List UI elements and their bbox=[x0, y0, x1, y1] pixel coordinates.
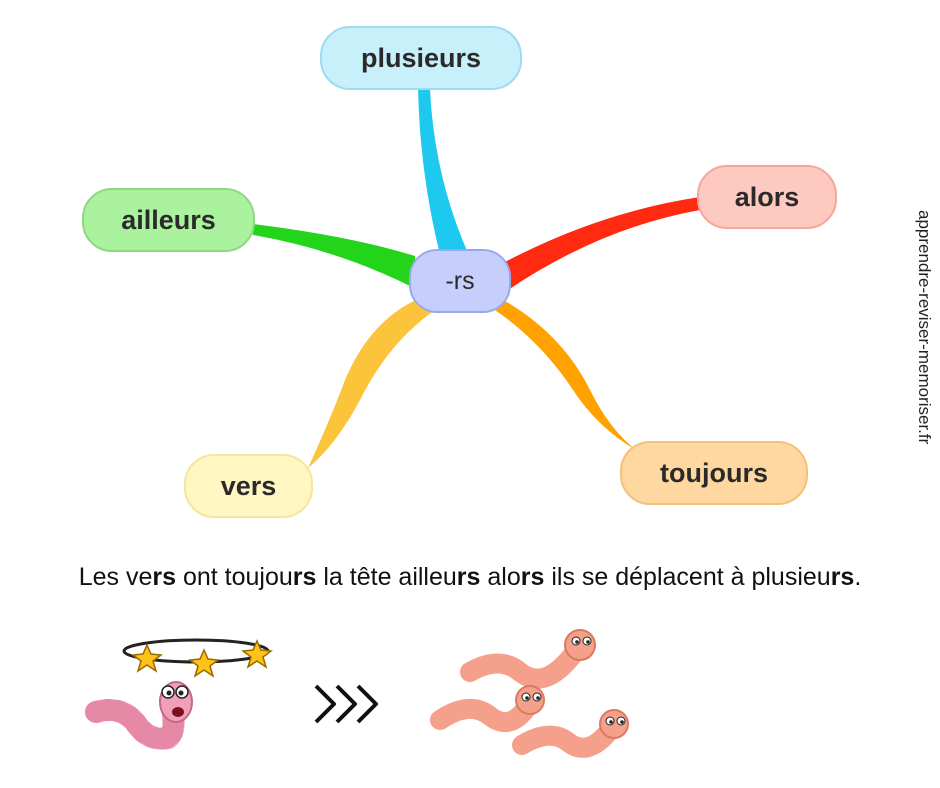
mnemonic-sentence: Les vers ont toujours la tête ailleurs a… bbox=[78, 563, 862, 591]
node-toujours: toujours bbox=[620, 441, 808, 505]
node-alors: alors bbox=[697, 165, 837, 229]
triple-chevron-icon bbox=[314, 684, 378, 724]
branch-alors bbox=[505, 197, 700, 290]
node-center: -rs bbox=[409, 249, 511, 313]
branch-vers bbox=[308, 298, 438, 468]
branch-toujours bbox=[492, 296, 636, 450]
node-vers: vers bbox=[184, 454, 313, 518]
worm-group-icon bbox=[430, 629, 629, 758]
branch-plusieurs bbox=[418, 88, 472, 266]
site-watermark: apprendre-reviser-memoriser.fr bbox=[915, 210, 934, 445]
node-ailleurs: ailleurs bbox=[82, 188, 255, 252]
node-plusieurs: plusieurs bbox=[320, 26, 522, 90]
branch-ailleurs bbox=[253, 224, 418, 290]
dizzy-worm-icon bbox=[85, 638, 273, 750]
